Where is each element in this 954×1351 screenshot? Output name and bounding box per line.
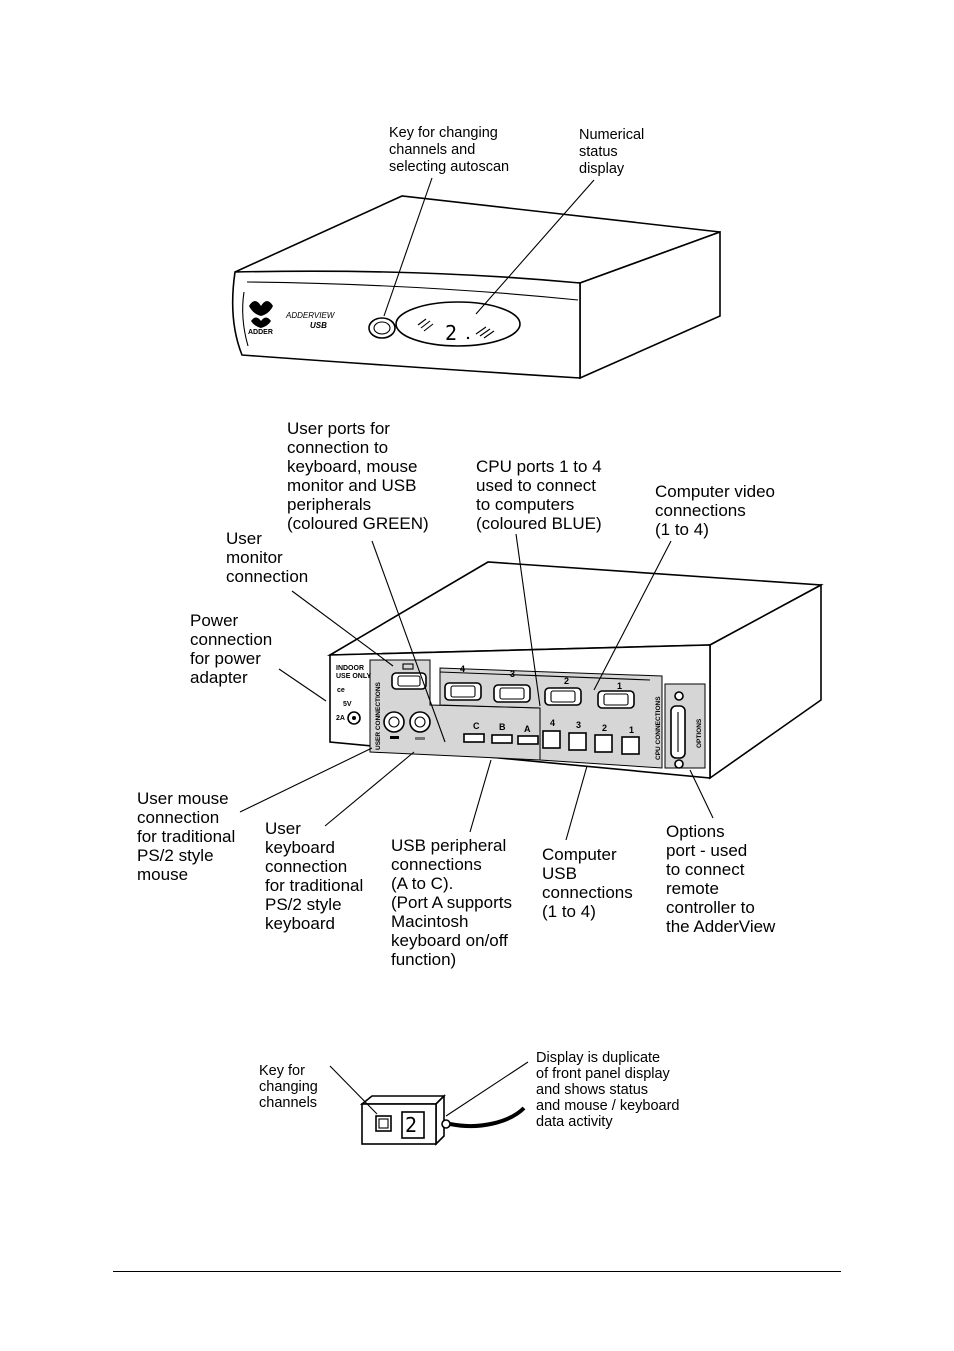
adder-logo: ADDER (248, 301, 273, 336)
callout-mouse: User mouse connection for traditional PS… (137, 789, 240, 884)
remote-display (401, 1111, 425, 1139)
leader-options (689, 769, 714, 819)
callout-remote-key: Key for changing channels (259, 1063, 322, 1111)
options-label: OPTIONS (696, 718, 703, 748)
svg-text:4: 4 (550, 718, 555, 728)
front-brand-name: ADDERVIEW (285, 311, 336, 320)
svg-text:2A: 2A (336, 715, 345, 722)
ps2-keyboard-port (409, 711, 431, 740)
svg-text:3: 3 (576, 720, 581, 730)
svg-text:1: 1 (629, 725, 634, 735)
cpu-connections-label: CPU CONNECTIONS (655, 696, 662, 760)
leader-remote-key (329, 1065, 378, 1115)
callout-options: Options port - used to connect remote co… (666, 822, 776, 936)
leader-remote-display (445, 1061, 529, 1117)
leader-front-display (475, 179, 595, 315)
usb-peripheral-ports: C B A (463, 721, 539, 745)
svg-text:ce: ce (337, 687, 345, 694)
cpu-video-ports: 4 3 2 1 (439, 664, 651, 709)
leader-monitor (291, 590, 394, 667)
user-connections-label: USER CONNECTIONS (375, 681, 382, 750)
computer-usb-ports: 4 3 2 1 (542, 718, 640, 755)
callout-power: Power connection for power adapter (190, 611, 277, 687)
front-display-digit: 2 (445, 321, 457, 345)
remote-channel-key (375, 1115, 392, 1132)
adder-logo-text: ADDER (248, 329, 273, 336)
options-port (670, 691, 686, 769)
callout-computer-usb: Computer USB connections (1 to 4) (542, 845, 637, 921)
leader-user-ports (371, 540, 446, 743)
leader-usb-peripheral (469, 759, 492, 833)
leader-keyboard (324, 751, 415, 827)
front-unit: 2 ADDER ADDERVIEW USB (231, 195, 721, 380)
ps2-mouse-port (383, 711, 405, 739)
svg-text:A: A (524, 724, 531, 734)
svg-text:C: C (473, 721, 480, 731)
power-label-block: INDOOR USE ONLY ce 5V 2A (336, 665, 371, 722)
front-display-window (395, 301, 521, 347)
callout-cpu-ports: CPU ports 1 to 4 used to connect to comp… (476, 457, 606, 533)
leader-mouse (239, 747, 373, 813)
front-channel-key (368, 317, 396, 339)
svg-text:2: 2 (564, 676, 569, 686)
remote-controller: 2 (359, 1094, 526, 1146)
callout-usb-peripheral: USB peripheral connections (A to C). (Po… (391, 836, 517, 969)
svg-text:1: 1 (617, 681, 622, 691)
svg-text:B: B (499, 722, 506, 732)
svg-text:5V: 5V (343, 701, 352, 708)
callout-video: Computer video connections (1 to 4) (655, 482, 780, 539)
leader-power (278, 668, 327, 702)
user-monitor-port (391, 663, 427, 690)
leader-cpu-ports (515, 533, 541, 707)
leader-computer-usb (565, 765, 588, 841)
svg-text:4: 4 (460, 664, 465, 674)
callout-keyboard: User keyboard connection for traditional… (265, 819, 368, 933)
svg-text:2: 2 (602, 723, 607, 733)
callout-front-display: Numerical status display (579, 127, 648, 177)
footer-rule (113, 1271, 841, 1272)
svg-text:USE ONLY: USE ONLY (336, 673, 371, 680)
callout-monitor: User monitor connection (226, 529, 308, 586)
leader-front-key (383, 177, 433, 317)
remote-display-digit: 2 (405, 1113, 417, 1137)
leader-video (593, 540, 672, 691)
rear-unit: INDOOR USE ONLY ce 5V 2A USER CONNECTION… (326, 561, 824, 780)
svg-text:3: 3 (510, 669, 515, 679)
callout-user-ports: User ports for connection to keyboard, m… (287, 419, 429, 533)
callout-front-key: Key for changing channels and selecting … (389, 125, 509, 175)
front-brand-model: USB (310, 321, 327, 330)
callout-remote-display: Display is duplicate of front panel disp… (536, 1050, 684, 1130)
front-display-hatch (417, 318, 495, 339)
svg-text:INDOOR: INDOOR (336, 665, 364, 672)
